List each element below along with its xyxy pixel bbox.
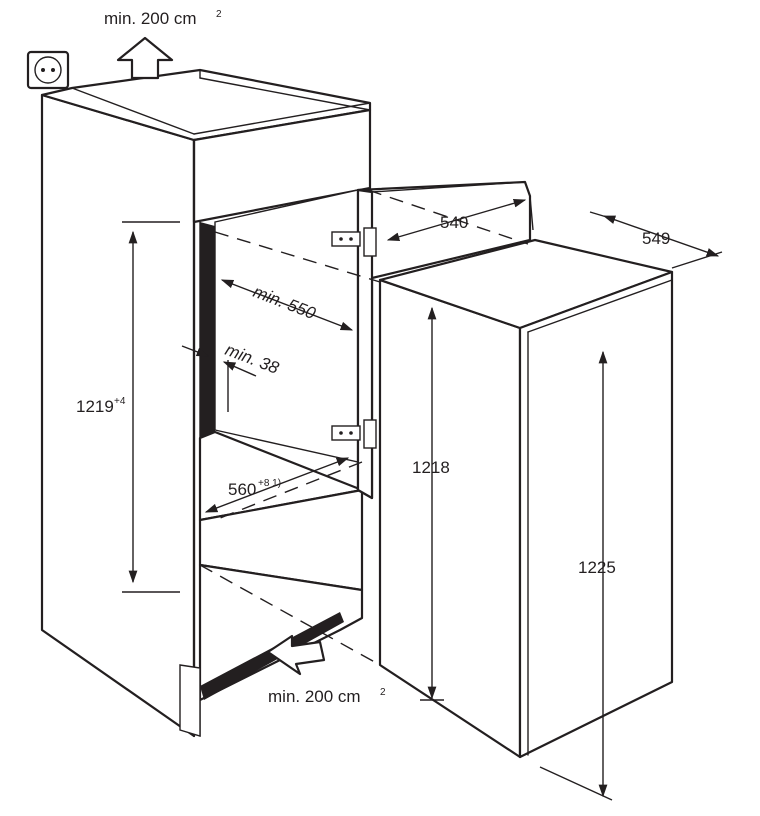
dim-appliance-depth — [589, 211, 723, 269]
label-niche-height-sup: +4 — [114, 396, 126, 407]
label-appliance-height: 1218 — [412, 458, 450, 477]
appliance-top-rim — [527, 279, 673, 333]
niche-vent-slot — [200, 222, 215, 438]
label-niche-height: 1219 — [76, 397, 114, 416]
dim-appliance-height — [420, 306, 444, 701]
dim-niche-depth — [220, 279, 354, 331]
label-vent-top-sup: 2 — [216, 9, 222, 20]
label-vent-bottom: min. 200 cm — [268, 687, 361, 706]
power-socket-icon — [26, 50, 70, 90]
dim-appliance-width — [386, 195, 534, 242]
label-appliance-depth: 549 — [642, 229, 670, 248]
dim-gap — [181, 345, 257, 412]
arrow-left-icon — [266, 634, 326, 676]
cabinet-top-inner-edge — [193, 102, 371, 135]
label-niche-width-sup: +8 1) — [258, 478, 281, 489]
hinge-upper — [331, 227, 377, 257]
label-appliance-total-height: 1225 — [578, 558, 616, 577]
dim-niche-width — [204, 457, 350, 513]
niche-back-wall — [214, 189, 359, 463]
arrow-up-icon — [116, 36, 174, 80]
appliance-side — [518, 270, 674, 759]
label-niche-width: 560 — [228, 480, 256, 499]
label-vent-top: min. 200 cm — [104, 9, 197, 28]
appliance — [331, 180, 674, 759]
dim-niche-height — [122, 221, 180, 593]
label-appliance-width: 540 — [440, 213, 468, 232]
appliance-front — [378, 278, 522, 759]
dim-appliance-total-height — [539, 350, 613, 801]
appliance-door-top-edge — [371, 181, 526, 193]
cabinet-top-edge — [199, 77, 371, 111]
hinge-lower — [331, 419, 377, 449]
cabinet-foot — [179, 664, 201, 737]
label-vent-bottom-sup: 2 — [380, 687, 386, 698]
cabinet-side-panel — [40, 93, 196, 738]
cabinet-top-inner-edge — [71, 87, 195, 135]
